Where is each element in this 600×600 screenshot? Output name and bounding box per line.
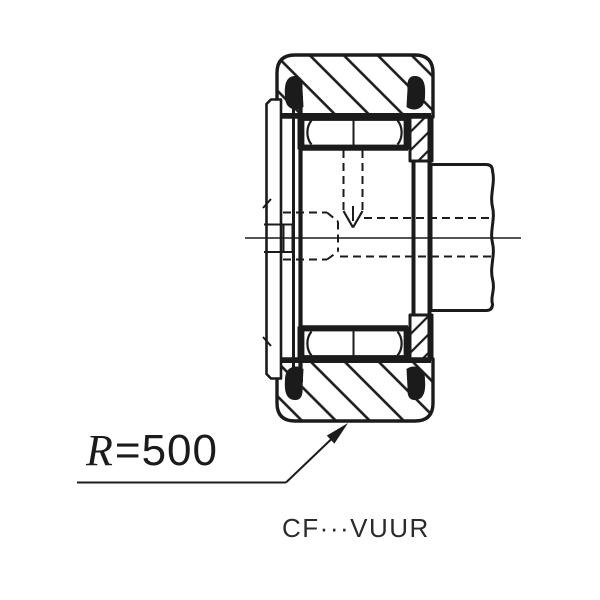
- seal-top-left: [284, 75, 304, 110]
- needle-rollers-bottom: [297, 325, 411, 362]
- seal-bottom-left: [284, 366, 304, 401]
- side-plate-left: [286, 96, 303, 382]
- radius-leader: [77, 423, 348, 484]
- radius-arrowhead: [326, 423, 348, 444]
- bearing-type-caption: CF···VUUR: [282, 513, 430, 543]
- radius-symbol: R: [86, 426, 113, 475]
- grease-passage-hidden-lines: [283, 150, 491, 261]
- seal-top-right: [406, 75, 426, 110]
- outer-ring-top-section: [275, 53, 435, 119]
- needle-rollers-top: [297, 114, 411, 151]
- radius-value: =500: [114, 426, 218, 475]
- outer-ring-bottom-section: [275, 357, 435, 423]
- stud-head: [262, 98, 283, 380]
- radial-hole-drill-point: [342, 206, 364, 229]
- radius-dimension-label: R=500: [86, 426, 218, 476]
- seal-bottom-right: [406, 366, 426, 401]
